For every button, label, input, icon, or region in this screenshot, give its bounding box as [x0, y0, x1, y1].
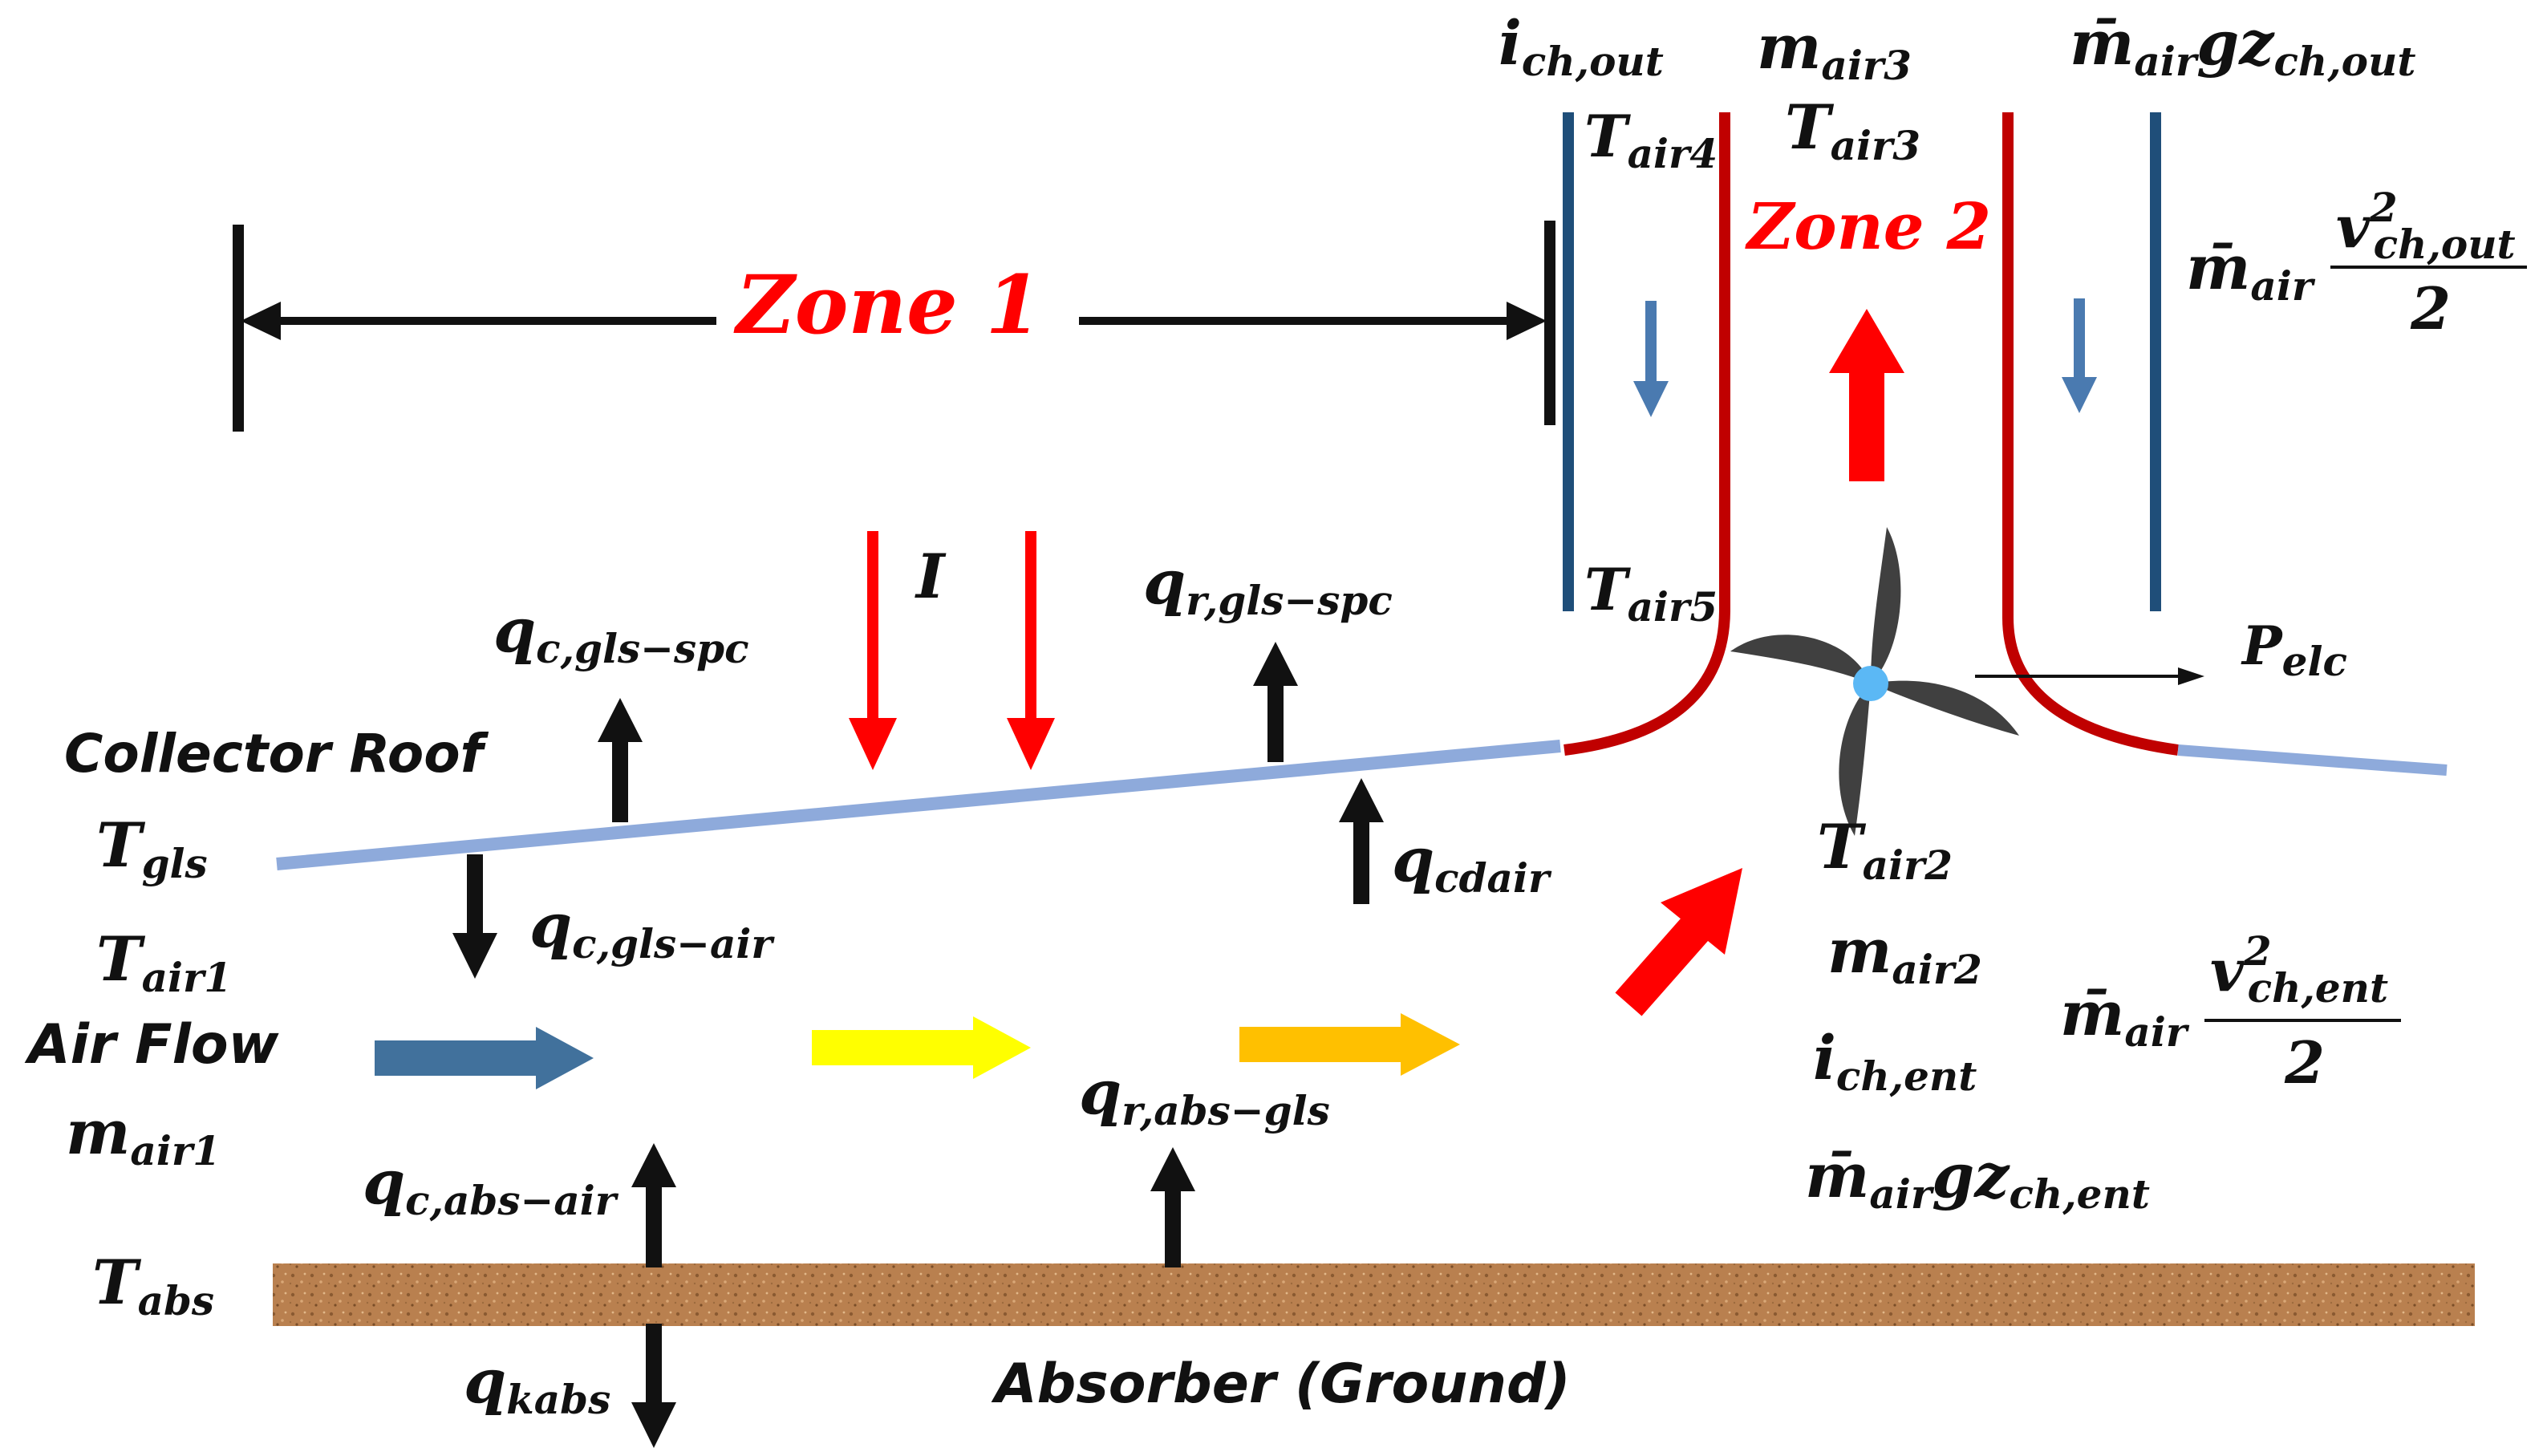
sym-t-air4: Tair4 — [1584, 102, 1718, 177]
updraft-arrow-shaft — [1849, 369, 1884, 481]
power-arrow-head — [2178, 667, 2204, 685]
chimney-wall-left — [1563, 112, 1730, 756]
airflow-arrow-1-head — [536, 1027, 594, 1089]
zone1-dimension — [233, 221, 1555, 432]
airflow-arrow-2-head — [973, 1016, 1031, 1079]
arrow-q-r-abs-gls-head — [1150, 1147, 1195, 1191]
downflow-arrows — [1633, 298, 2097, 417]
sym-t-air5: Tair5 — [1584, 555, 1718, 631]
turbine-blade-3 — [1871, 680, 2019, 736]
sym-m-air1: mair1 — [66, 1097, 221, 1174]
absorber-label: Absorber (Ground) — [991, 1353, 1571, 1416]
sym-q-r-abs-gls: qr,abs−gls — [1079, 1057, 1330, 1134]
airflow-arrow-3-head — [1401, 1013, 1460, 1076]
sym-mbar-gz-ch-ent: m̄airgzch,ent — [1805, 1140, 2150, 1218]
zone1-left-arrowhead — [241, 302, 281, 340]
zone1-label: Zone 1 — [733, 258, 1041, 352]
kinetic-ent-denominator: 2 — [2284, 1028, 2325, 1097]
kinetic-out-denominator: 2 — [2410, 274, 2451, 343]
air-flow-label: Air Flow — [24, 1013, 280, 1077]
kinetic-out-mass: m̄air — [2186, 232, 2316, 310]
sym-t-gls: Tgls — [96, 809, 208, 887]
sym-q-r-gls-spc: qr,gls−spc — [1143, 546, 1393, 624]
power-output-arrow — [1975, 667, 2204, 685]
sym-i-ch-ent: ich,ent — [1813, 1022, 1977, 1100]
arrow-q-r-gls-spc-head — [1253, 642, 1298, 686]
airflow-arrows — [375, 868, 1742, 1089]
airflow-arrow-1-shaft — [375, 1040, 539, 1076]
chimney-wall-right — [2002, 112, 2179, 756]
arrow-q-c-gls-air-head — [452, 933, 497, 979]
kinetic-ent-mass: m̄air — [2060, 978, 2190, 1056]
turbine-hub — [1853, 666, 1888, 701]
sym-q-kabs: qkabs — [464, 1345, 610, 1423]
sym-m-air2: mair2 — [1827, 915, 1982, 993]
arrow-q-c-gls-spc-head — [598, 698, 643, 742]
downflow-arrow-right-head — [2062, 377, 2097, 413]
airflow-arrow-4-head — [1661, 868, 1742, 955]
absorber-ground — [273, 1263, 2475, 1326]
outer-roof-right — [2177, 744, 2448, 776]
collector-roof-label: Collector Roof — [64, 723, 489, 785]
radiation-arrows — [849, 531, 1055, 770]
chimney — [1563, 112, 2448, 776]
radiation-arrow-1-head — [849, 718, 897, 770]
arrow-q-kabs-head — [631, 1402, 676, 1448]
sym-t-air2: Tair2 — [1817, 811, 1953, 889]
turbine-blade-1 — [1730, 635, 1871, 683]
radiation-arrow-2-head — [1007, 718, 1055, 770]
turbine-blade-4 — [1839, 683, 1871, 836]
sym-i: I — [915, 541, 947, 612]
collector-roof — [276, 740, 1561, 870]
updraft-arrow-head — [1829, 309, 1904, 373]
arrow-q-cdair-head — [1339, 778, 1384, 822]
sym-q-c-gls-air: qc,gls−air — [529, 890, 775, 967]
sym-q-c-gls-spc: qc,gls−spc — [493, 594, 749, 672]
turbine-blade-2 — [1871, 527, 1901, 683]
sym-t-air3: Tair3 — [1785, 91, 1920, 169]
sym-p-elc: Pelc — [2241, 614, 2347, 685]
airflow-arrow-3-shaft — [1239, 1027, 1404, 1062]
airflow-arrow-2-shaft — [812, 1030, 976, 1065]
sym-t-abs: Tabs — [92, 1247, 214, 1324]
airflow-arrow-4-shaft — [1615, 911, 1714, 1016]
sym-mbar-gz-ch-out: m̄airgzch,out — [2070, 7, 2415, 85]
sym-q-cdair: qcdair — [1392, 824, 1552, 902]
sym-m-air3: mair3 — [1757, 11, 1912, 89]
downflow-arrow-left-head — [1633, 381, 1669, 417]
sym-i-ch-out: ich,out — [1499, 7, 1664, 85]
zone2-label: Zone 2 — [1745, 189, 1991, 264]
updraft-arrow — [1829, 309, 1904, 481]
arrow-q-c-abs-air-head — [631, 1143, 676, 1187]
sym-q-c-abs-air: qc,abs−air — [363, 1146, 619, 1224]
zone1-right-arrowhead — [1507, 302, 1547, 340]
turbine-icon — [1730, 527, 2019, 836]
sym-t-air1: Tair1 — [96, 923, 232, 1001]
heat-arrows — [452, 642, 1384, 1448]
